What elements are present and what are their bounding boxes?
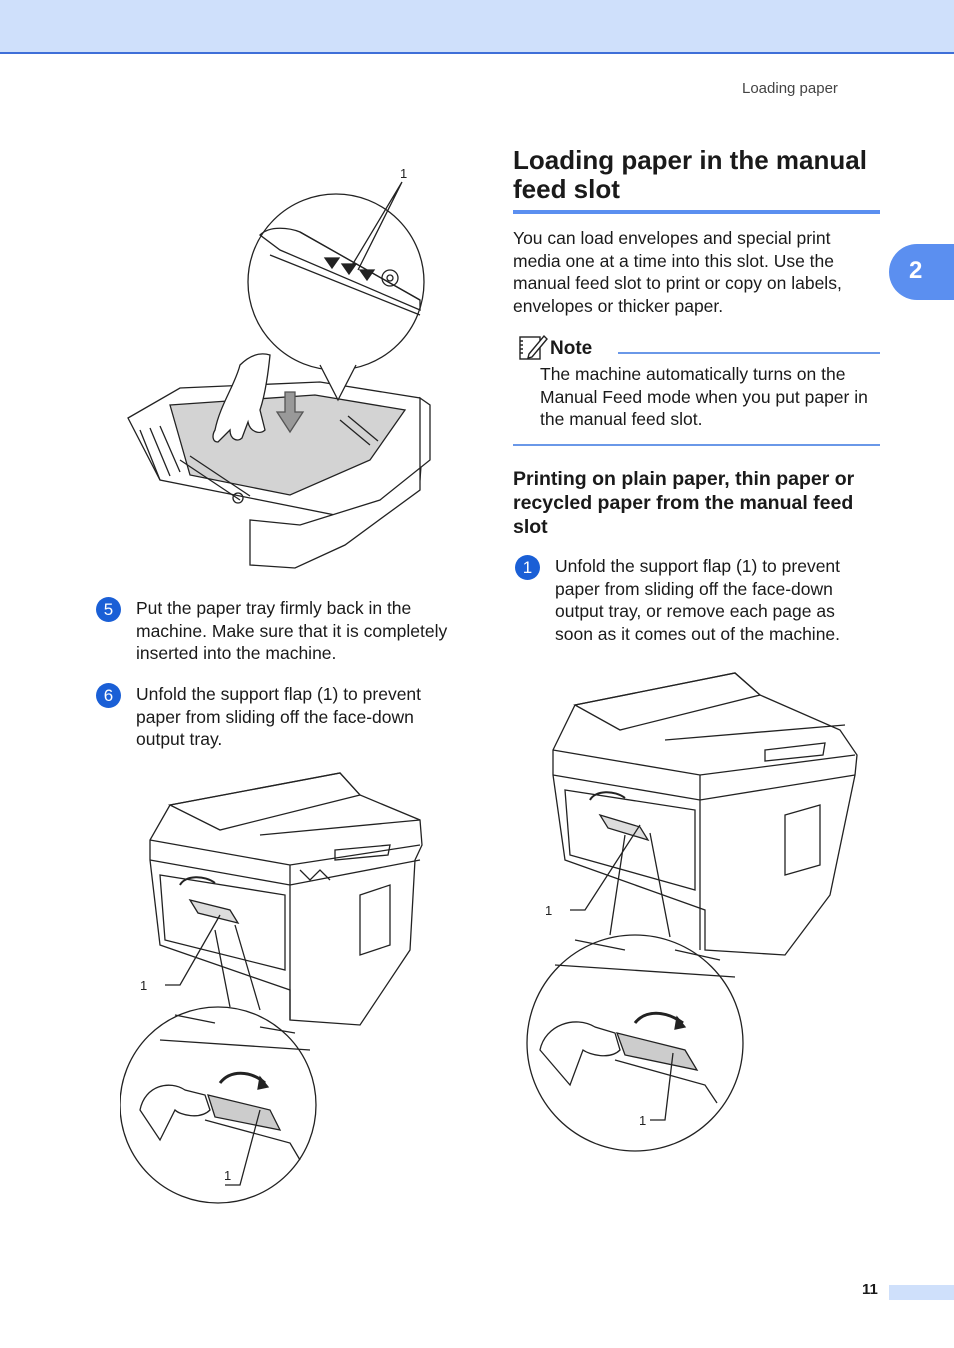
- step-5-text: Put the paper tray firmly back in the ma…: [136, 598, 448, 663]
- support-flap-illustration-right: 1 1: [525, 665, 865, 1155]
- note-box: Note The machine automatically turns on …: [513, 330, 880, 446]
- paper-tray-illustration: 1: [120, 160, 450, 575]
- subheading: Printing on plain paper, thin paper or r…: [513, 468, 855, 538]
- step-1-text: Unfold the support flap (1) to prevent p…: [555, 556, 841, 644]
- note-body: The machine automatically turns on the M…: [540, 364, 868, 429]
- tray-callout-label: 1: [400, 166, 407, 181]
- running-header: Loading paper: [742, 80, 838, 97]
- chapter-tab: 2: [889, 244, 954, 300]
- intro-paragraph: You can load envelopes and special print…: [513, 228, 842, 316]
- step-6-badge: 6: [96, 683, 121, 708]
- heading-rule: [513, 210, 880, 214]
- footer-bar: [889, 1285, 954, 1300]
- chapter-number: 2: [909, 257, 923, 284]
- note-icon: [519, 334, 548, 360]
- flap-callout-main-right: 1: [545, 903, 552, 918]
- support-flap-illustration-left: 1 1: [120, 765, 440, 1210]
- flap-callout-main-left: 1: [140, 978, 147, 993]
- header-band: [0, 0, 954, 54]
- note-rule: [618, 352, 880, 354]
- flap-callout-detail-right: 1: [639, 1113, 646, 1128]
- step-5-badge: 5: [96, 597, 121, 622]
- note-title: Note: [550, 338, 593, 359]
- section-heading: Loading paper in the manual feed slot: [513, 145, 867, 204]
- flap-callout-detail-left: 1: [224, 1168, 231, 1183]
- step-1-badge: 1: [515, 555, 540, 580]
- page-number: 11: [862, 1281, 878, 1298]
- step-6-text: Unfold the support flap (1) to prevent p…: [136, 684, 422, 749]
